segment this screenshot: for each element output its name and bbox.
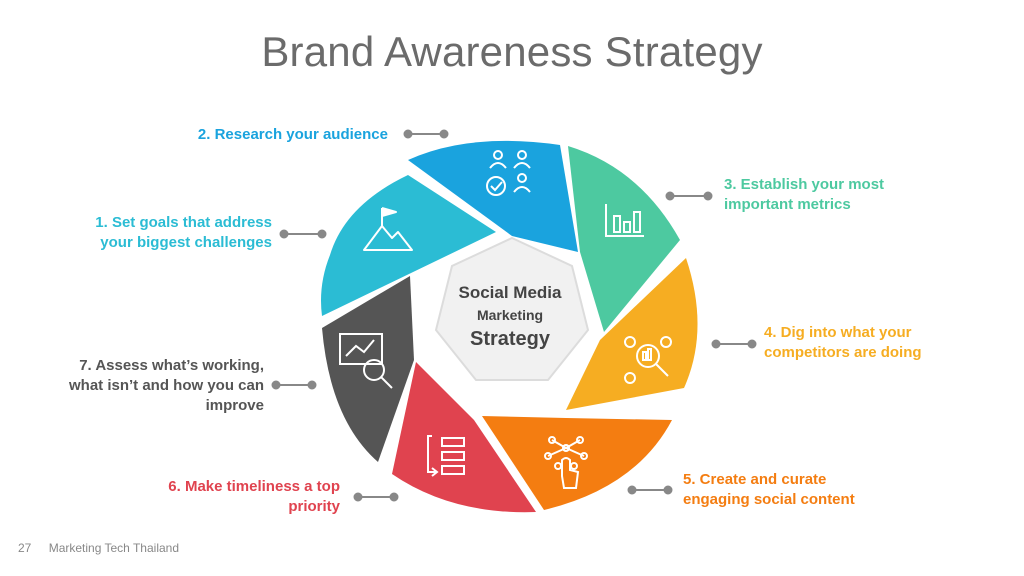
step-4-label: 4. Dig into what your competitors are do… [764, 324, 922, 361]
audience-icon [486, 150, 531, 196]
list-arrow-icon [427, 435, 465, 477]
center-line-2: Marketing [476, 307, 544, 323]
step-7-label: 7. Assess what’s working, what isn’t and… [68, 357, 264, 414]
footer-text: Marketing Tech Thailand [48, 541, 180, 555]
connector-3 [665, 191, 713, 201]
page-title: Brand Awareness Strategy [261, 28, 763, 75]
segment-5 [482, 416, 672, 510]
bar-chart-icon [605, 204, 644, 237]
connector-7 [271, 380, 317, 390]
segment-7 [322, 276, 414, 462]
segment-3 [568, 146, 680, 332]
center-heptagon [434, 236, 590, 381]
step-1-label: 1. Set goals that address your biggest c… [95, 214, 272, 251]
connector-1 [279, 229, 327, 239]
center-line-3: Strategy [469, 328, 551, 350]
connector-5 [627, 485, 673, 495]
step-5-label: 5. Create and curate engaging social con… [683, 471, 855, 508]
connector-6 [353, 492, 399, 502]
touch-network-icon [544, 436, 588, 489]
connector-4 [711, 339, 757, 349]
connector-2 [403, 129, 449, 139]
footer: 27 Marketing Tech Thailand [18, 541, 179, 555]
mountain-flag-icon [363, 207, 413, 251]
center-line-1: Social Media [458, 283, 562, 302]
analysis-magnifier-icon [339, 333, 393, 389]
step-6-label: 6. Make timeliness a top priority [168, 478, 340, 515]
step-2-label: 2. Research your audience [197, 126, 388, 143]
step-3-label: 3. Establish your most important metrics [724, 176, 885, 213]
center-title: Social Media Marketing Strategy [430, 282, 590, 352]
segment-2 [408, 140, 578, 252]
page-number: 27 [18, 541, 32, 555]
magnifier-people-icon [624, 336, 672, 384]
